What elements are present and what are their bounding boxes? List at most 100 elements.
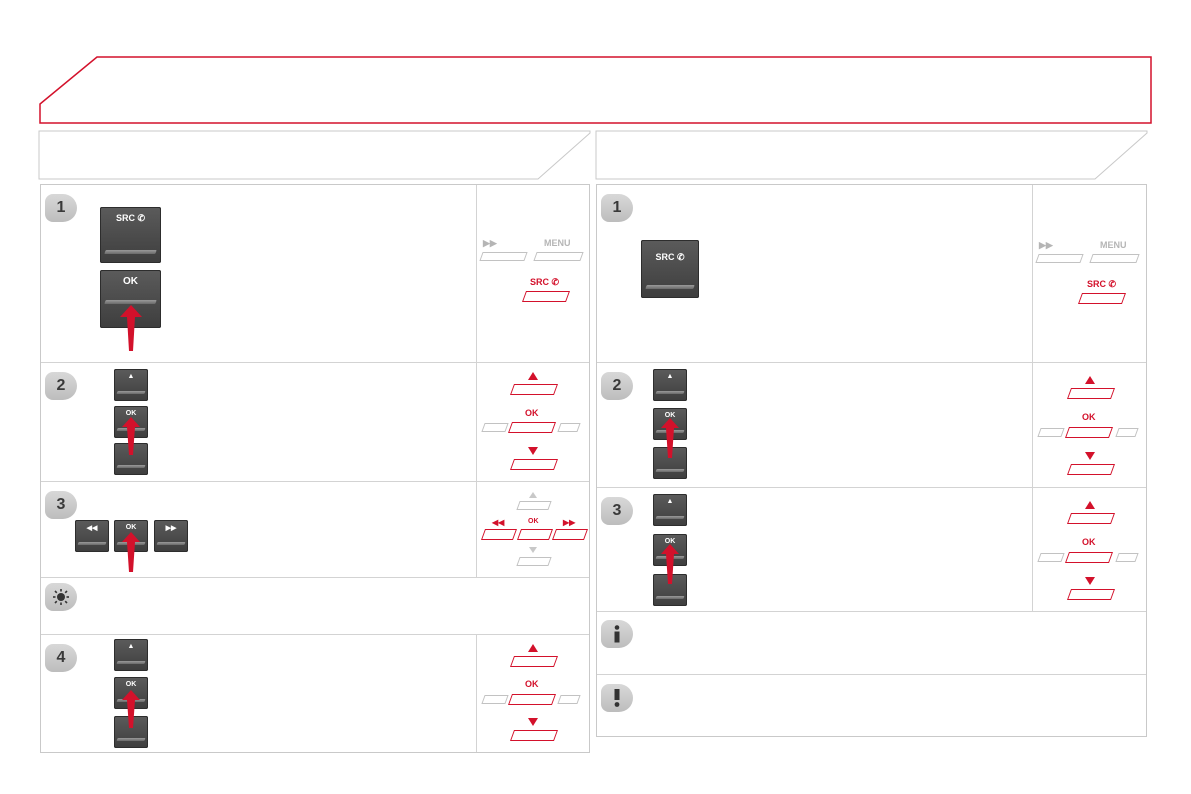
- triangle-up-icon: ▲: [666, 498, 674, 505]
- triangle-up-icon: ▲: [127, 643, 135, 650]
- schematic-key: [1089, 254, 1140, 263]
- triangle-down-icon: [1085, 452, 1095, 460]
- schematic-key: [516, 501, 552, 510]
- ok-button-label: OK: [664, 538, 676, 545]
- schematic-up-ok-down: OK: [477, 634, 589, 752]
- triangle-up-icon: ▲: [127, 373, 135, 380]
- menu-label: MENU: [1100, 240, 1127, 250]
- fast-forward-icon: ▶▶: [1039, 240, 1053, 250]
- schematic-key: [1115, 553, 1139, 562]
- src-button[interactable]: SRC ✆: [641, 240, 699, 298]
- triangle-down-icon: [1085, 577, 1095, 585]
- schematic-up-ok-down: OK: [477, 362, 589, 481]
- fast-forward-button[interactable]: ▶▶: [154, 520, 188, 552]
- schematic-key-active: [509, 384, 559, 395]
- press-arrow-icon: [122, 690, 140, 728]
- schematic-key: [481, 695, 509, 704]
- right-warning-row: [597, 674, 1146, 736]
- triangle-up-icon: [529, 492, 537, 498]
- rewind-icon: ◀◀: [492, 518, 505, 527]
- ok-button-label: OK: [125, 524, 137, 531]
- schematic-up-ok-down: OK: [1033, 487, 1146, 611]
- src-label: SRC ✆: [1087, 279, 1117, 289]
- up-button[interactable]: ▲: [653, 494, 687, 526]
- src-label: SRC ✆: [530, 277, 560, 287]
- schematic-key: [557, 695, 581, 704]
- schematic-up-ok-down: OK: [1033, 362, 1146, 487]
- schematic-key: [481, 423, 509, 432]
- schematic-key-active: [1066, 388, 1116, 399]
- rewind-button[interactable]: ◀◀: [75, 520, 109, 552]
- schematic-key-active: [551, 529, 589, 540]
- schematic-key-active: [1064, 552, 1114, 563]
- schematic-key: [479, 252, 528, 261]
- triangle-down-icon: [528, 447, 538, 455]
- schematic-src-menu: ▶▶ MENU SRC ✆: [1033, 185, 1146, 362]
- fast-forward-icon: ▶▶: [165, 525, 177, 532]
- light-bulb-icon: [45, 583, 77, 611]
- triangle-up-icon: ▲: [666, 373, 674, 380]
- step-number-badge: 1: [45, 194, 77, 222]
- schematic-key-active: [509, 459, 559, 470]
- rewind-icon: ◀◀: [86, 525, 98, 532]
- schematic-divider: [1032, 185, 1033, 611]
- info-icon: [601, 620, 633, 648]
- schematic-key: [516, 557, 552, 566]
- schematic-divider: [476, 185, 477, 577]
- schematic-key: [557, 423, 581, 432]
- step-number-badge: 3: [601, 497, 633, 525]
- schematic-key-active: [507, 422, 557, 433]
- ok-label: OK: [528, 518, 539, 525]
- press-arrow-icon: [661, 418, 679, 458]
- ok-label: OK: [1082, 412, 1096, 422]
- schematic-key: [1035, 254, 1084, 263]
- ok-button-label: OK: [664, 412, 676, 419]
- press-arrow-icon: [120, 305, 142, 351]
- src-button-label: SRC ✆: [655, 252, 685, 262]
- schematic-key-active: [480, 529, 518, 540]
- right-step-1-row: 1 SRC ✆: [597, 185, 1146, 362]
- schematic-key-active: [1066, 589, 1116, 600]
- step-number-badge: 1: [601, 194, 633, 222]
- schematic-key-active: [1077, 293, 1127, 304]
- triangle-down-icon: [529, 547, 537, 553]
- right-subheader: [595, 130, 1148, 180]
- schematic-key: [1037, 428, 1065, 437]
- press-arrow-icon: [122, 532, 140, 572]
- ok-label: OK: [1082, 537, 1096, 547]
- up-button[interactable]: ▲: [114, 639, 148, 671]
- schematic-key-active: [509, 730, 559, 741]
- right-info-row: [597, 611, 1146, 674]
- schematic-divider: [476, 634, 477, 752]
- schematic-key: [1115, 428, 1139, 437]
- step-number-badge: 2: [601, 372, 633, 400]
- src-button-label: SRC ✆: [115, 213, 146, 223]
- schematic-key-active: [521, 291, 571, 302]
- step-number-badge: 3: [45, 491, 77, 519]
- press-arrow-icon: [122, 417, 140, 455]
- up-button[interactable]: ▲: [653, 369, 687, 401]
- step-number-badge: 4: [45, 644, 77, 672]
- up-button[interactable]: ▲: [114, 369, 148, 401]
- triangle-up-icon: [1085, 376, 1095, 384]
- src-button[interactable]: SRC ✆: [100, 207, 161, 263]
- schematic-key: [533, 252, 584, 261]
- fast-forward-icon: ▶▶: [483, 238, 497, 248]
- triangle-up-icon: [1085, 501, 1095, 509]
- triangle-up-icon: [528, 644, 538, 652]
- exclamation-icon: [601, 684, 633, 712]
- schematic-key-active: [1066, 464, 1116, 475]
- triangle-down-icon: [528, 718, 538, 726]
- left-steps-panel: 1 SRC ✆ OK 2 ▲ OK ▼ 3 ◀◀: [40, 184, 590, 753]
- schematic-key-active: [509, 656, 559, 667]
- schematic-key-active: [516, 529, 554, 540]
- left-step-1-row: 1 SRC ✆ OK: [41, 185, 589, 362]
- schematic-key-active: [507, 694, 557, 705]
- right-steps-panel: 1 SRC ✆ 2 ▲ OK ▼ 3 ▲ OK ▼: [596, 184, 1147, 737]
- menu-label: MENU: [544, 238, 571, 248]
- step-number-badge: 2: [45, 372, 77, 400]
- left-step-3-row: 3 ◀◀ OK ▶▶: [41, 481, 589, 577]
- left-step-4-row: 4 ▲ OK ▼: [41, 634, 589, 752]
- left-subheader: [38, 130, 591, 180]
- schematic-key: [1037, 553, 1065, 562]
